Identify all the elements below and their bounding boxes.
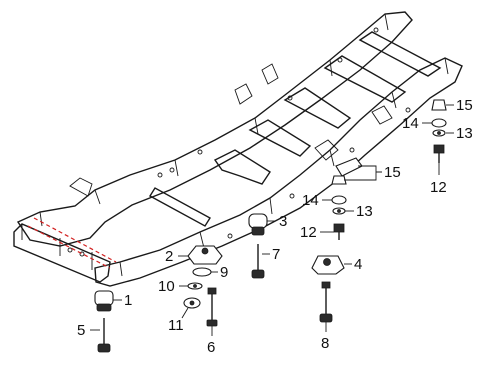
cross-member-1 — [149, 187, 211, 227]
part-washer-14-upper — [431, 118, 447, 128]
callout-13-lower: 13 — [356, 203, 373, 220]
callout-7: 7 — [272, 246, 280, 263]
callout-2: 2 — [165, 248, 173, 265]
callout-3: 3 — [279, 213, 287, 230]
part-bracket-15-lower — [331, 157, 363, 185]
part-washer-14-lower — [331, 195, 347, 205]
callout-12-upper: 12 — [430, 179, 447, 196]
callout-5: 5 — [77, 322, 85, 339]
leader-lines — [90, 104, 454, 336]
part-bolt-6 — [206, 287, 218, 327]
callout-1: 1 — [124, 292, 132, 309]
cross-member-3 — [248, 119, 312, 157]
cut-line-1 — [27, 225, 111, 269]
cross-member-2 — [213, 149, 271, 185]
callout-9: 9 — [220, 264, 228, 281]
callout-14-upper: 14 — [402, 115, 419, 132]
callout-8: 8 — [321, 335, 329, 352]
part-bolt-8 — [319, 281, 333, 323]
cross-member-5 — [323, 55, 407, 103]
callout-15-upper: 15 — [456, 97, 473, 114]
left-side-rail — [16, 11, 413, 247]
part-bushing-3 — [248, 213, 268, 236]
part-bolt-12-lower — [333, 223, 345, 240]
callout-10: 10 — [158, 278, 175, 295]
cross-member-4 — [283, 87, 352, 129]
part-bolt-12-upper — [433, 144, 445, 163]
callout-11: 11 — [168, 317, 184, 334]
part-bushing-1 — [94, 290, 114, 312]
cross-member-6 — [358, 31, 442, 77]
part-nut-11 — [183, 297, 201, 309]
part-washer-9 — [192, 267, 212, 277]
callout-15-lower: 15 — [384, 164, 401, 181]
part-mount-2 — [187, 245, 223, 265]
part-mount-4 — [311, 255, 345, 275]
callout-4: 4 — [354, 256, 362, 273]
cut-line-2 — [33, 217, 117, 263]
vehicle-frame — [13, 11, 463, 287]
callout-6: 6 — [207, 339, 215, 356]
callout-14-lower: 14 — [302, 192, 319, 209]
right-side-rail — [94, 57, 463, 287]
callout-13-upper: 13 — [456, 125, 473, 142]
part-bolt-5 — [97, 318, 111, 353]
callout-12-lower: 12 — [300, 224, 317, 241]
part-bolt-7 — [251, 244, 265, 279]
part-bushing-15-upper — [431, 99, 447, 111]
